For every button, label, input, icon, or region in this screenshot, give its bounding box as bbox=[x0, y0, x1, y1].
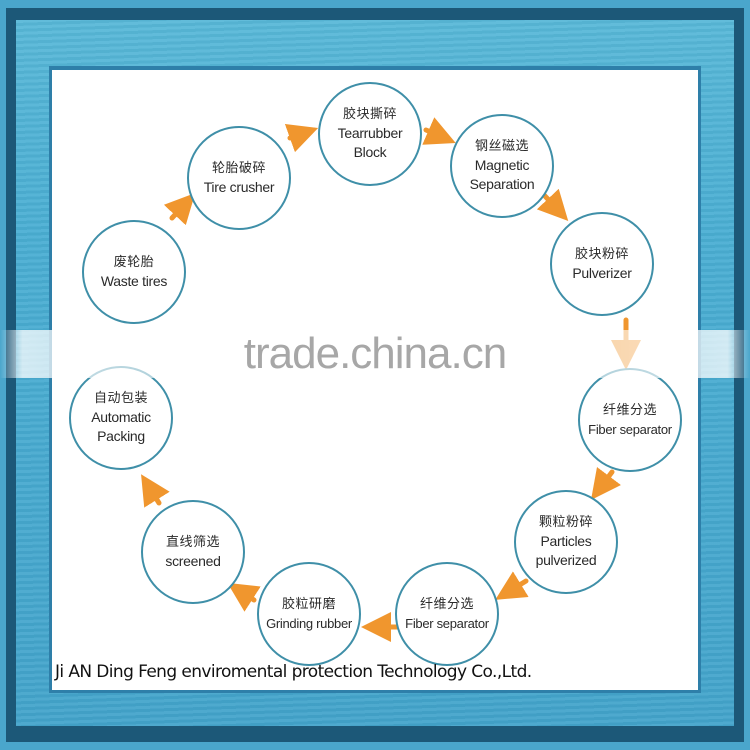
watermark-band bbox=[0, 330, 750, 378]
node-grinding-rubber: 胶粒研磨 Grinding rubber bbox=[257, 562, 361, 666]
node-label-zh: 胶块撕碎 bbox=[342, 107, 397, 122]
node-label-en: pulverized bbox=[535, 552, 597, 568]
node-automatic-packing: 自动包装 Automatic Packing bbox=[69, 366, 173, 470]
arrow-icon bbox=[495, 571, 529, 600]
node-label-en: screened bbox=[165, 552, 221, 569]
node-fiber-separator-1: 纤维分选 Fiber separator bbox=[578, 368, 682, 472]
node-label-en: Block bbox=[353, 144, 387, 160]
node-fiber-separator-2: 纤维分选 Fiber separator bbox=[395, 562, 499, 666]
arrow-icon bbox=[422, 117, 456, 145]
node-label-en: Automatic bbox=[91, 409, 151, 425]
node-tearrubber-block: 胶块撕碎 Tearrubber Block bbox=[318, 82, 422, 186]
arrow-icon bbox=[227, 582, 261, 612]
node-label-en: Fiber separator bbox=[588, 421, 672, 437]
node-label-en: Particles bbox=[540, 533, 592, 549]
arrow-icon bbox=[141, 474, 170, 508]
arrow-icon bbox=[163, 193, 196, 226]
node-waste-tires: 废轮胎 Waste tires bbox=[82, 220, 186, 324]
arrow-icon bbox=[591, 467, 621, 500]
flow-arrows bbox=[141, 117, 641, 642]
node-label-en: Waste tires bbox=[100, 272, 168, 289]
company-name: Ji AN Ding Feng enviromental protection … bbox=[55, 662, 532, 682]
watermark-text: trade.china.cn bbox=[243, 329, 507, 378]
node-screened: 直线筛选 screened bbox=[141, 500, 245, 604]
arrow-icon bbox=[536, 188, 569, 221]
node-particles-pulverized: 颗粒粉碎 Particles pulverized bbox=[514, 490, 618, 594]
node-tire-crusher: 轮胎破碎 Tire crusher bbox=[187, 126, 291, 230]
node-label-zh: 废轮胎 bbox=[113, 254, 155, 270]
node-label-zh: 钢丝磁选 bbox=[474, 139, 529, 154]
node-label-en: Packing bbox=[97, 428, 145, 444]
node-label-en: Magnetic bbox=[474, 157, 530, 173]
arrow-icon bbox=[284, 123, 319, 153]
node-label-en: Tearrubber bbox=[337, 125, 403, 141]
node-label-zh: 轮胎破碎 bbox=[211, 160, 266, 176]
node-label-zh: 胶粒研磨 bbox=[281, 596, 336, 612]
node-label-en: Pulverizer bbox=[572, 264, 632, 281]
node-label-en: Separation bbox=[469, 176, 535, 192]
node-magnetic-separation: 钢丝磁选 Magnetic Separation bbox=[450, 114, 554, 218]
node-label-zh: 自动包装 bbox=[93, 391, 148, 406]
node-label-zh: 纤维分选 bbox=[419, 596, 474, 612]
node-label-zh: 胶块粉碎 bbox=[574, 246, 629, 262]
node-label-en: Fiber separator bbox=[405, 615, 489, 631]
node-label-en: Tire crusher bbox=[203, 178, 275, 195]
node-label-zh: 颗粒粉碎 bbox=[538, 515, 593, 530]
diagram-canvas: 废轮胎 Waste tires 轮胎破碎 Tire crusher 胶块撕碎 T… bbox=[52, 70, 698, 690]
node-label-en: Grinding rubber bbox=[266, 615, 352, 631]
node-label-zh: 纤维分选 bbox=[602, 402, 657, 418]
node-pulverizer: 胶块粉碎 Pulverizer bbox=[550, 212, 654, 316]
node-label-zh: 直线筛选 bbox=[165, 534, 220, 550]
